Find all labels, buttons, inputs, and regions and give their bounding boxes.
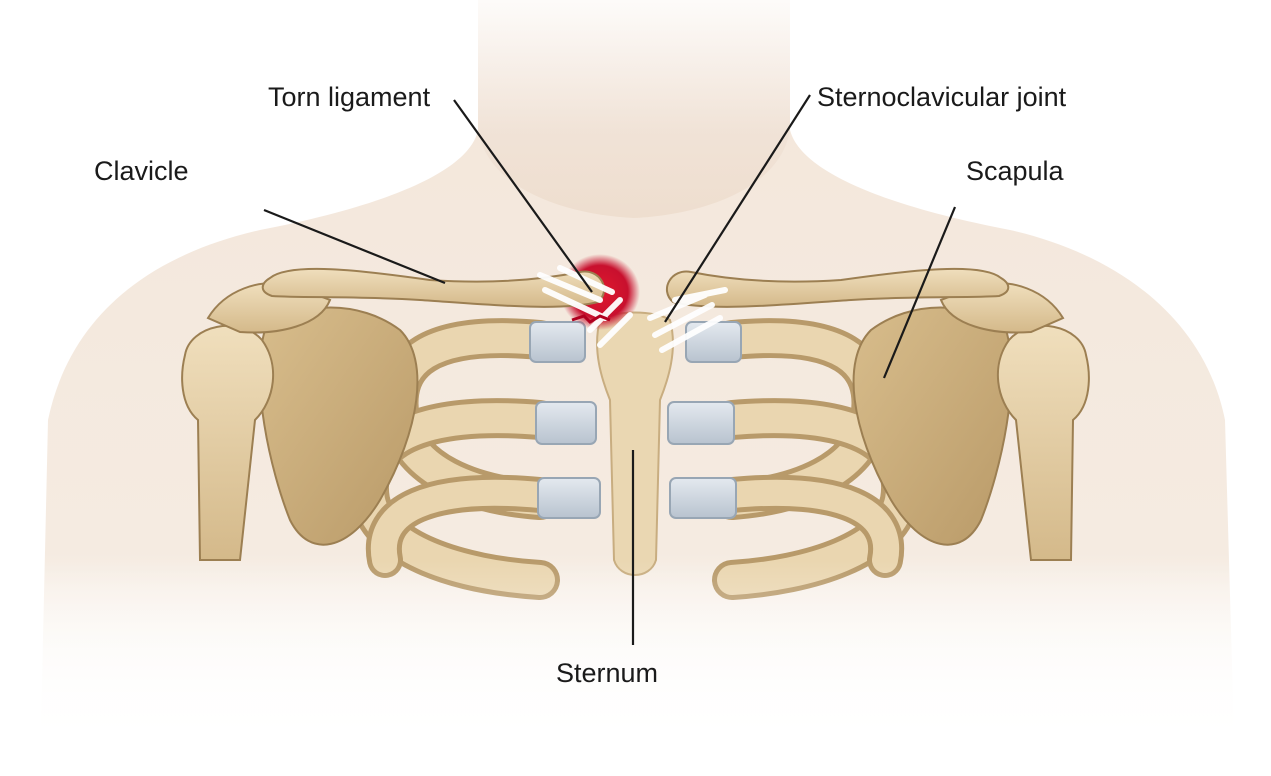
sternoclavicular-joint-label: Sternoclavicular joint xyxy=(817,84,1066,111)
clavicle-label: Clavicle xyxy=(94,158,189,185)
torn-ligament-label: Torn ligament xyxy=(268,84,430,111)
sternum-label: Sternum xyxy=(556,660,658,687)
scapula-label: Scapula xyxy=(966,158,1064,185)
